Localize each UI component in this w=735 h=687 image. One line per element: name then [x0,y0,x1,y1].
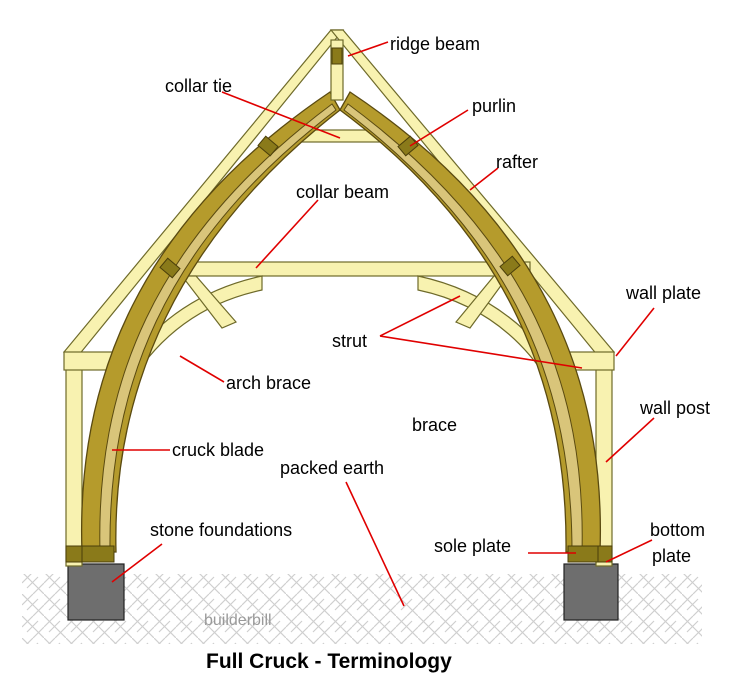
label-purlin: purlin [472,96,516,116]
label-rafter: rafter [496,152,538,172]
leader-strut-left [379,295,461,337]
leader-arch-brace [179,355,225,383]
label-wall-post: wall post [639,398,710,418]
strut-left [180,275,237,329]
cruck-blade-highlight-right [343,103,583,553]
leader-rafter [469,167,499,191]
cruck-blade-highlight-left [99,103,337,553]
sole-plate-left [79,545,115,563]
leader-collar-beam [255,199,319,269]
label-collar-beam: collar beam [296,182,389,202]
label-arch-brace: arch brace [226,373,311,393]
stone-foundation-left [67,563,125,621]
watermark: builderbill [204,612,272,629]
label-strut: strut [332,331,367,351]
leader-ridge-beam [347,41,389,57]
leader-wall-post [605,417,655,463]
leader-packed-earth [345,481,405,607]
leader-collar-tie [221,91,341,139]
stone-foundation-right [563,563,619,621]
leader-purlin [409,109,469,147]
label-brace: brace [412,415,457,435]
label-wall-plate: wall plate [625,283,701,303]
leader-bottom-plate [605,539,653,563]
label-stone-foundations: stone foundations [150,520,292,540]
purlin-upper-right [397,135,419,157]
label-ridge-beam: ridge beam [390,34,480,54]
purlin-upper-left [257,135,279,157]
leader-stone-foundations [111,543,163,583]
diagram-title: Full Cruck - Terminology [206,650,452,673]
purlin-lower-left [159,257,181,279]
leader-wall-plate [615,307,655,357]
ridge-beam-end [331,47,343,65]
label-cruck-blade: cruck blade [172,440,264,460]
bottom-plate-right [597,545,613,563]
cruck-blade-left [80,91,341,553]
sole-plate-right [567,545,599,563]
label-plate: plate [652,546,691,566]
label-packed-earth: packed earth [280,458,384,478]
bottom-plate-left [65,545,83,563]
label-collar-tie: collar tie [165,76,232,96]
collar-beam [169,261,531,277]
leader-strut-right [379,335,583,369]
purlin-lower-right [499,255,521,277]
wall-post-left [65,351,83,567]
label-bottom: bottom [650,520,705,540]
label-sole-plate: sole plate [434,536,511,556]
